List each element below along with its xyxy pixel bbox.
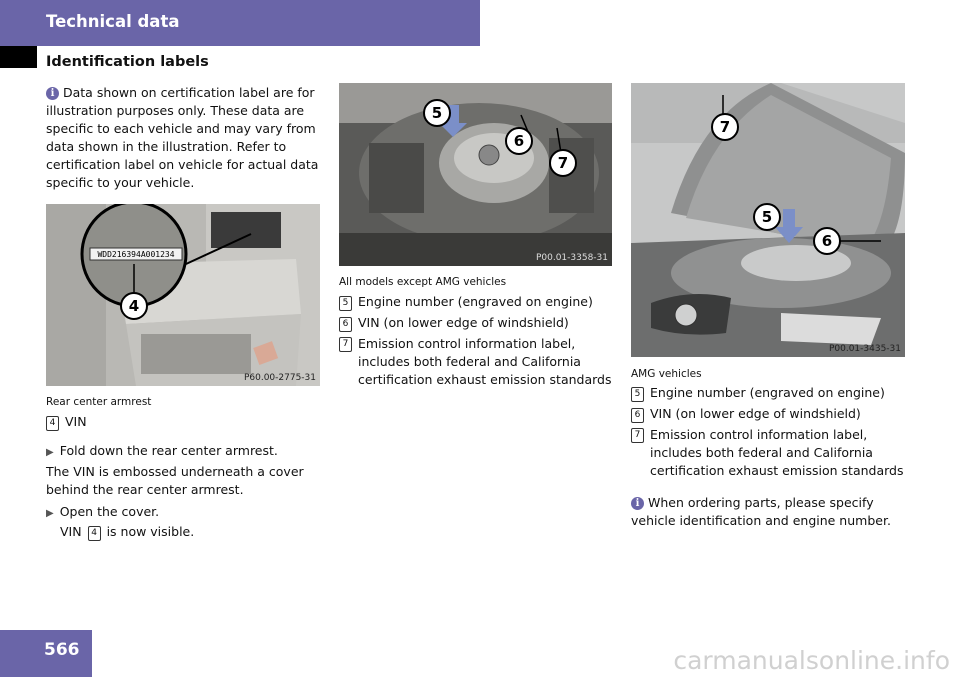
photo-code-left: P60.00-2775-31 <box>243 373 316 383</box>
legend-item: 6 VIN (on lower edge of windshield) <box>631 405 911 423</box>
vin-description: The VIN is embossed underneath a cover b… <box>46 464 304 497</box>
legend-number: 5 <box>339 296 352 311</box>
legend-number: 7 <box>339 337 352 352</box>
legend-text: Engine number (engraved on engine) <box>358 294 593 309</box>
arrow-icon: ▶ <box>46 508 54 519</box>
info-note-text: When ordering parts, please specify vehi… <box>631 495 891 528</box>
watermark: carmanualsonline.info <box>673 646 950 675</box>
amg-engine-photo: 7 5 6 P00.01-3435-31 <box>631 83 905 357</box>
chapter-title: Technical data <box>46 12 180 31</box>
callout-5: 5 <box>753 203 781 231</box>
legend-text: VIN (on lower edge of windshield) <box>650 406 861 421</box>
caption-left: Rear center armrest <box>46 396 152 408</box>
callout-4: 4 <box>120 292 148 320</box>
legend-number: 7 <box>631 428 644 443</box>
callout-6: 6 <box>813 227 841 255</box>
legend-item: 5 Engine number (engraved on engine) <box>339 293 619 311</box>
legend-item: 7 Emission control information label, inc… <box>339 335 619 389</box>
callout-7: 7 <box>549 149 577 177</box>
armrest-photo: WDD216394A001234 4 P60.00-2775-31 <box>46 204 320 386</box>
section-marker <box>0 46 37 68</box>
section-title: Identification labels <box>46 54 209 70</box>
vin-plate-text: WDD216394A001234 <box>97 250 174 259</box>
legend-item: 4 VIN <box>46 413 326 431</box>
caption-middle: All models except AMG vehicles <box>339 276 507 288</box>
legend-text: VIN (on lower edge of windshield) <box>358 315 569 330</box>
step-text: is now visible. <box>106 524 195 539</box>
legend-number: 6 <box>631 408 644 423</box>
vin-word: VIN <box>60 524 82 539</box>
step-fold-armrest: ▶ Fold down the rear center armrest. <box>46 442 326 462</box>
step-open-cover: ▶ Open the cover. VIN 4 is now visible. <box>46 503 326 541</box>
arrow-icon: ▶ <box>46 447 54 458</box>
legend-item: 5 Engine number (engraved on engine) <box>631 384 911 402</box>
legend-text: Engine number (engraved on engine) <box>650 385 885 400</box>
callout-7: 7 <box>711 113 739 141</box>
engine-photo: 5 6 7 P00.01-3358-31 <box>339 83 612 266</box>
step-text: Fold down the rear center armrest. <box>59 443 278 458</box>
armrest-illustration: WDD216394A001234 <box>46 204 320 386</box>
page-number-tab: 566 <box>0 630 92 677</box>
photo-code-right: P00.01-3435-31 <box>828 344 901 354</box>
legend-item: 7 Emission control information label, inc… <box>631 426 911 480</box>
info-icon: i <box>631 497 644 510</box>
page-number: 566 <box>44 640 80 660</box>
step-text: Open the cover. <box>59 504 160 519</box>
legend-number: 4 <box>46 416 59 431</box>
chapter-header: Technical data <box>0 0 480 46</box>
info-note-text: Data shown on certification label are fo… <box>46 85 319 190</box>
engine-illustration <box>339 83 612 266</box>
legend-number: 6 <box>339 317 352 332</box>
callout-5: 5 <box>423 99 451 127</box>
legend-number: 5 <box>631 387 644 402</box>
photo-code-middle: P00.01-3358-31 <box>535 253 608 263</box>
info-icon: i <box>46 87 59 100</box>
callout-6: 6 <box>505 127 533 155</box>
legend-text: Emission control information label, incl… <box>650 427 904 478</box>
legend-left: 4 VIN <box>46 413 326 431</box>
legend-text: VIN <box>65 414 87 429</box>
legend-text: Emission control information label, incl… <box>358 336 612 387</box>
legend-number: 4 <box>87 526 101 541</box>
caption-right: AMG vehicles <box>631 368 702 380</box>
legend-item: 6 VIN (on lower edge of windshield) <box>339 314 619 332</box>
